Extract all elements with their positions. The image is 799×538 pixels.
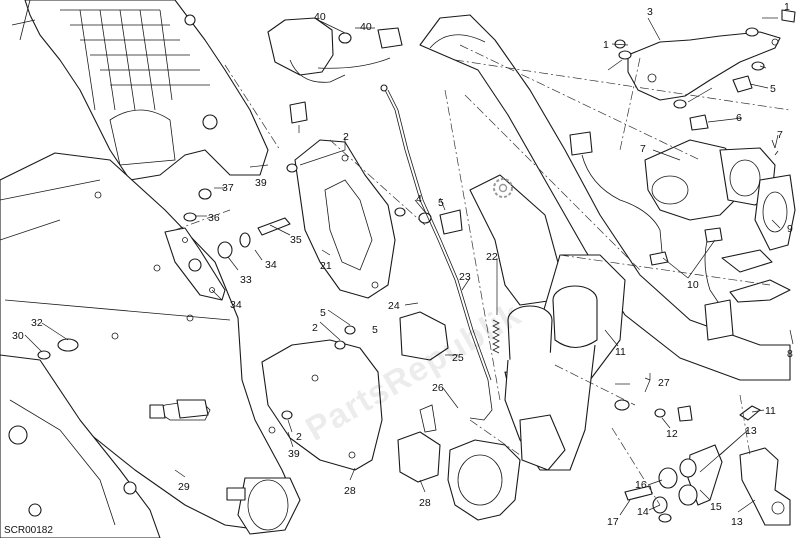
- callout-31: 35: [290, 234, 302, 246]
- leader-lines: [24, 17, 794, 516]
- gear-icon: [493, 178, 513, 198]
- callout-7-top: 7: [777, 129, 783, 141]
- callout-30: 34: [265, 259, 277, 271]
- callout-11-left: 12: [666, 428, 678, 440]
- callout-35: 40: [314, 11, 326, 23]
- callout-34-low: 39: [288, 448, 300, 460]
- callout-34-top: 39: [255, 177, 267, 189]
- muffler-hardware: [37, 188, 291, 360]
- heat-shield-upper: [286, 139, 463, 299]
- reference-lines: [174, 44, 791, 506]
- callout-32: 36: [208, 212, 220, 224]
- callout-2-top: 2: [343, 131, 349, 143]
- callout-28-left: 32: [31, 317, 43, 329]
- callout-5-lower: 6: [736, 112, 742, 124]
- callout-4-upper: 4: [416, 193, 422, 205]
- muffler: [0, 152, 301, 535]
- callout-23: 27: [658, 377, 670, 389]
- callout-13-top: 13: [745, 425, 757, 437]
- figure-code: SCR00182: [4, 525, 53, 536]
- callout-1-left: 1: [603, 39, 609, 51]
- heat-shield-lower: [261, 325, 383, 471]
- cable: [380, 84, 493, 421]
- callout-19: 23: [459, 271, 471, 283]
- callout-33: 37: [222, 182, 234, 194]
- callout-2-mid: 2: [312, 322, 318, 334]
- callout-18: 22: [486, 251, 498, 263]
- callout-8: 9: [787, 223, 793, 235]
- callout-14: 15: [710, 501, 722, 513]
- callout-5-right: 5: [770, 83, 776, 95]
- callout-27: 30: [12, 330, 24, 342]
- callout-5-mid: 5: [372, 324, 378, 336]
- exhaust-manifold: [644, 139, 796, 303]
- callout-2-low: 2: [296, 431, 302, 443]
- callout-4-lower: 5: [320, 307, 326, 319]
- callout-29: 34: [230, 299, 242, 311]
- muffler-bracket: [164, 227, 226, 301]
- heat-shield-right: [614, 9, 796, 131]
- callout-6: 7: [640, 143, 646, 155]
- callout-7-bottom: 8: [787, 348, 793, 360]
- callout-13-low: 14: [637, 506, 649, 518]
- oxygen-sensor-wire: [569, 131, 734, 341]
- callout-16: 17: [607, 516, 619, 528]
- callout-1-top: 1: [784, 1, 790, 13]
- callout-28-upper: 33: [240, 274, 252, 286]
- callout-9: 10: [687, 279, 699, 291]
- callout-24: 28: [419, 497, 431, 509]
- callout-5-upper: 5: [438, 197, 444, 209]
- callout-3: 3: [647, 6, 653, 18]
- sensor-module: [267, 17, 403, 124]
- callout-10: 11: [615, 346, 626, 358]
- callout-11-right: 11: [765, 405, 776, 417]
- callout-26: 29: [178, 481, 190, 493]
- callout-25: 28: [344, 485, 356, 497]
- callout-12: 13: [731, 516, 743, 528]
- callout-20: 24: [388, 300, 400, 312]
- callout-36: 40: [360, 21, 372, 33]
- callout-15: 16: [635, 479, 647, 491]
- callout-22: 26: [432, 382, 444, 394]
- small-heat-shield: [399, 311, 449, 361]
- callout-17: 21: [320, 260, 332, 272]
- callout-21: 25: [452, 352, 464, 364]
- callout-labels: 40 40 2 39 37 36 35 34 33 34 21 4 5 23 2…: [12, 1, 793, 528]
- exhaust-collector: [397, 404, 566, 521]
- rear-frame: [0, 354, 161, 538]
- engine-frame-drawing: [11, 0, 269, 181]
